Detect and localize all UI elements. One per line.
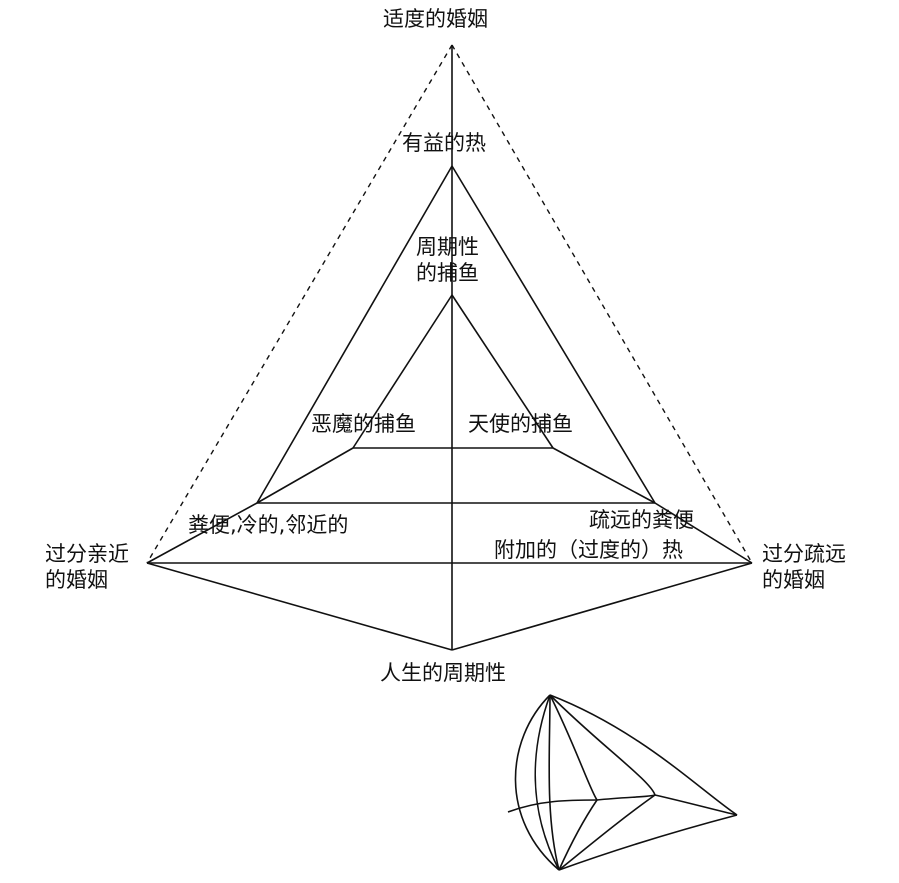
label-periodic-fishing: 周期性 的捕鱼 <box>416 235 479 285</box>
connector-right-outer <box>654 502 753 564</box>
connector-right-inner <box>552 447 656 504</box>
connector-left-inner <box>256 447 354 504</box>
label-feces-cold-near: 粪便,冷的,邻近的 <box>188 513 349 537</box>
outer-dashed-left-edge <box>146 44 453 564</box>
label-too-close-marriage: 过分亲近 的婚姻 <box>45 542 129 592</box>
middle-triangle-right-edge <box>451 165 656 504</box>
label-extra-heat: 附加的（过度的）热 <box>494 538 683 562</box>
kite-left-edge <box>146 562 453 651</box>
label-beneficial-heat: 有益的热 <box>402 131 486 155</box>
inner-triangle-right-edge <box>451 294 554 449</box>
label-life-periodicity: 人生的周期性 <box>380 661 506 685</box>
outer-dashed-right-edge <box>451 44 753 564</box>
label-moderate-marriage: 适度的婚姻 <box>383 7 488 31</box>
label-distant-feces: 疏远的粪便 <box>589 508 694 532</box>
curved-pyramid-sketch <box>507 694 738 871</box>
middle-triangle-left-edge <box>256 165 453 504</box>
inner-triangle-left-edge <box>352 294 453 449</box>
label-too-distant-marriage: 过分疏远 的婚姻 <box>762 542 846 592</box>
connector-left-outer <box>146 502 258 564</box>
kite-right-edge <box>451 562 753 651</box>
label-angel-fishing: 天使的捕鱼 <box>468 412 573 436</box>
label-devil-fishing: 恶魔的捕鱼 <box>311 412 416 436</box>
